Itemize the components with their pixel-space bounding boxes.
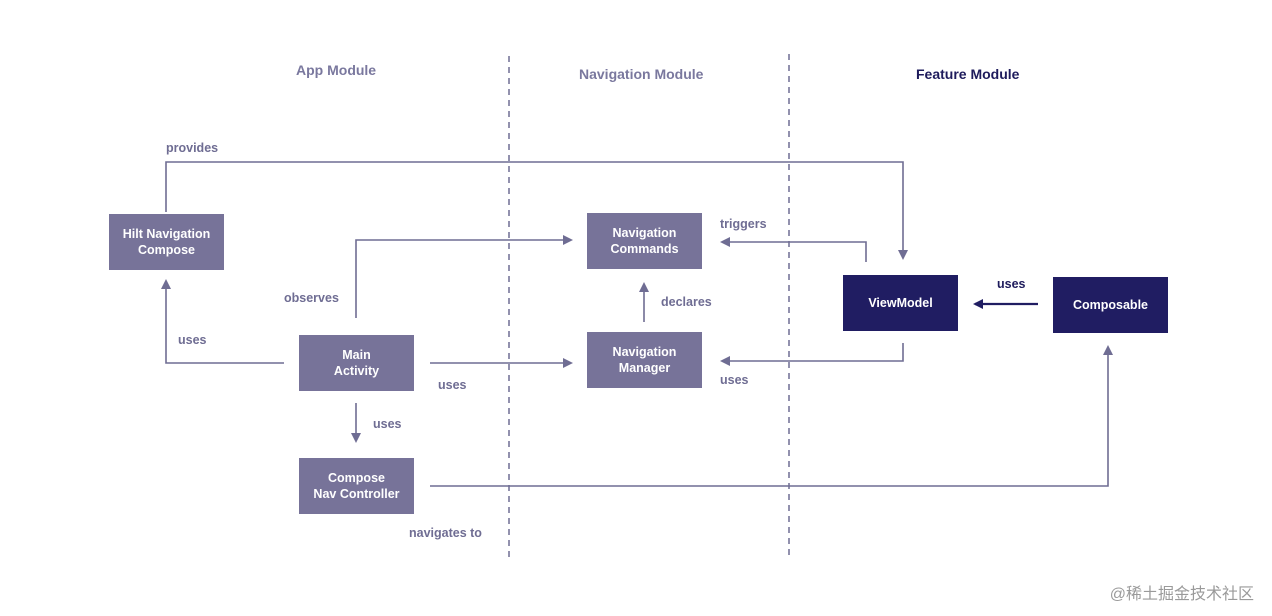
node-navigation-commands: Navigation Commands	[587, 213, 702, 269]
edge-uses-hilt	[161, 279, 284, 364]
node-viewmodel: ViewModel	[843, 275, 958, 331]
section-title-feature: Feature Module	[916, 66, 1020, 82]
edge-label-uses-hilt: uses	[178, 333, 207, 347]
edge-label-uses-nav-controller: uses	[373, 417, 402, 431]
edge-observes	[355, 235, 573, 318]
edge-provides	[165, 161, 908, 260]
edge-label-observes: observes	[284, 291, 339, 305]
node-composable: Composable	[1053, 277, 1168, 333]
edge-uses-vm-manager	[720, 343, 904, 366]
node-hilt-navigation-compose: Hilt Navigation Compose	[109, 214, 224, 270]
edge-label-navigates-to: navigates to	[409, 526, 482, 540]
section-title-app: App Module	[296, 62, 377, 78]
watermark: @稀土掘金技术社区	[1109, 586, 1254, 603]
node-main-activity: Main Activity	[299, 335, 414, 391]
edge-navigates-to	[430, 345, 1113, 487]
edge-triggers	[720, 237, 867, 262]
edge-label-provides: provides	[166, 141, 219, 155]
edge-label-uses-manager: uses	[438, 378, 467, 392]
node-compose-nav-controller: Compose Nav Controller	[299, 458, 414, 514]
section-title-navigation: Navigation Module	[579, 66, 704, 82]
edge-label-triggers: triggers	[720, 217, 767, 231]
edge-label-declares: declares	[661, 295, 712, 309]
edge-label-uses-composable-vm: uses	[997, 277, 1026, 291]
edge-label-uses-vm-manager: uses	[720, 373, 749, 387]
node-navigation-manager: Navigation Manager	[587, 332, 702, 388]
